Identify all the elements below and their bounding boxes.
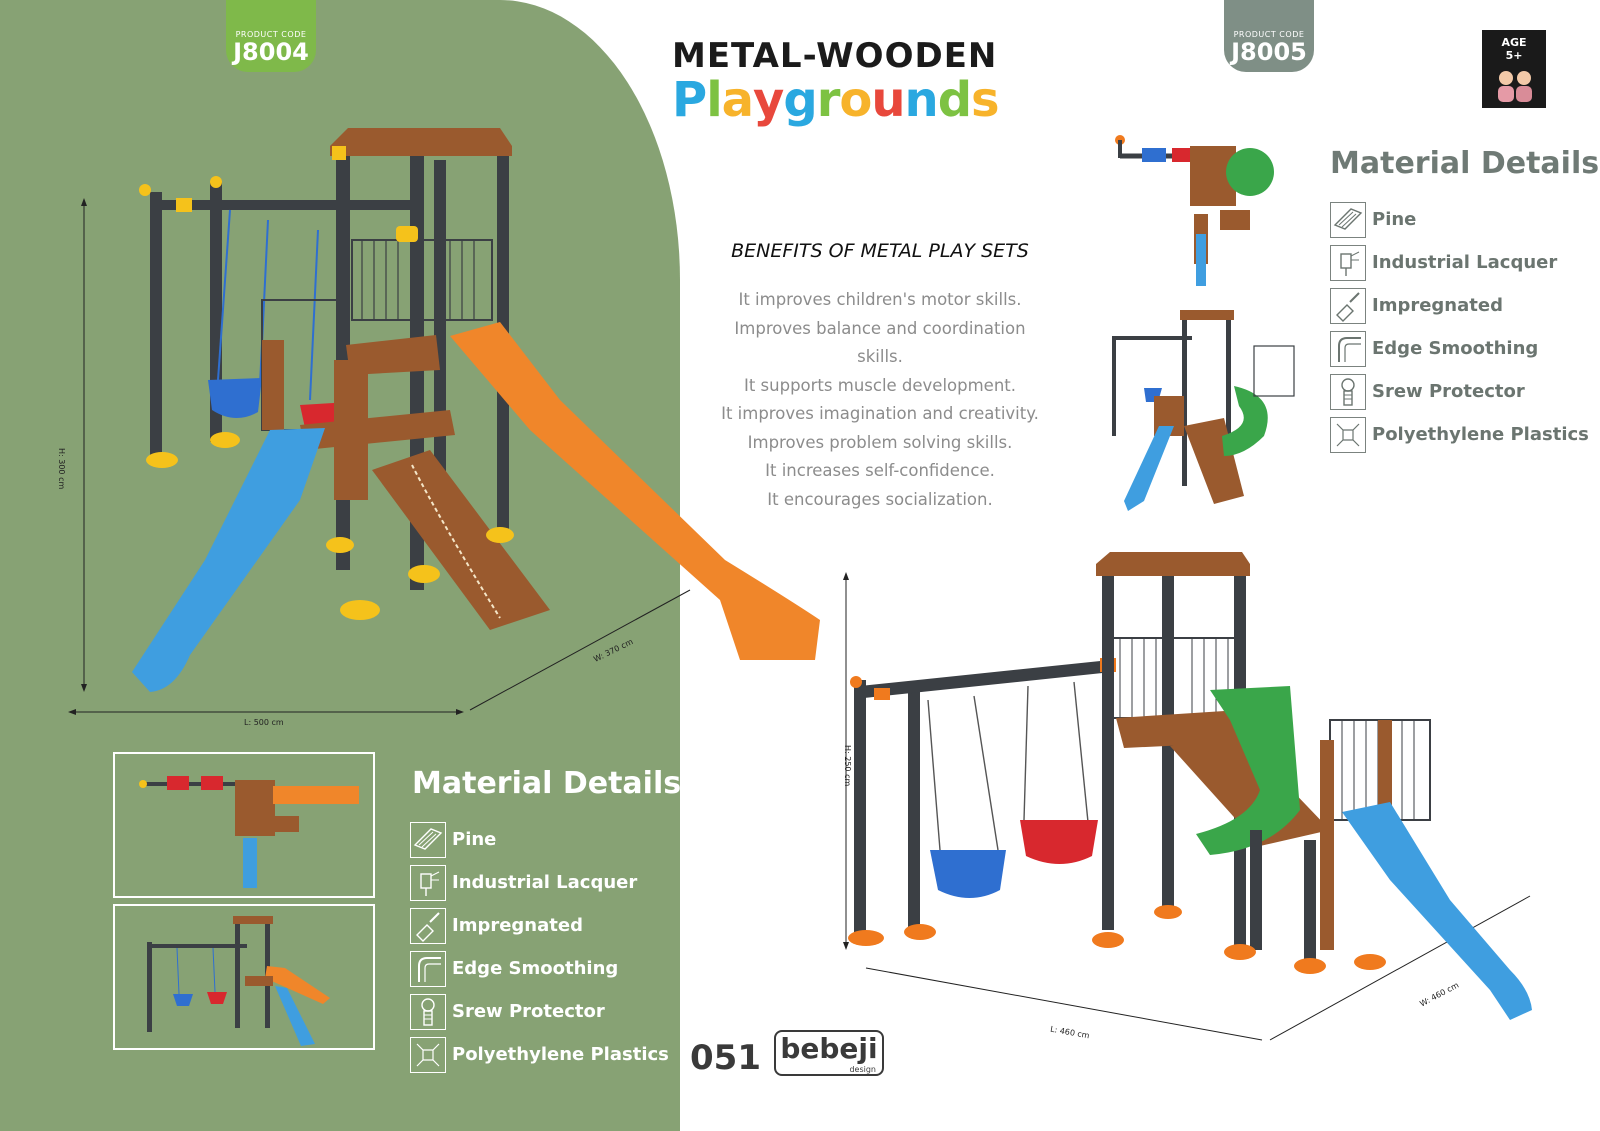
brand-subtitle: design xyxy=(849,1065,876,1074)
title-letter: l xyxy=(706,72,722,128)
product-code-caption: PRODUCT CODE xyxy=(235,30,307,39)
product-code-tag-j8004: PRODUCT CODE J8004 xyxy=(226,0,316,72)
material-item: Industrial Lacquer xyxy=(410,861,669,904)
material-item: Impregnated xyxy=(1330,284,1589,327)
title-letter: y xyxy=(753,72,784,128)
material-item-label: Polyethylene Plastics xyxy=(452,1044,669,1065)
benefit-item: It improves children's motor skills. xyxy=(738,290,1022,309)
screw-cap-icon xyxy=(410,993,446,1030)
thumbnail-top-view-j8005 xyxy=(1115,135,1274,286)
material-item-label: Impregnated xyxy=(452,915,583,936)
children-icon xyxy=(1498,71,1532,102)
brush-icon xyxy=(1330,287,1366,324)
material-item: Polyethylene Plastics xyxy=(410,1033,669,1076)
product-code-tag-j8005: PRODUCT CODE J8005 xyxy=(1224,0,1314,72)
title-letter: o xyxy=(839,72,872,128)
material-item-label: Pine xyxy=(1372,209,1417,230)
product-code: J8004 xyxy=(233,38,309,66)
material-details-title-right: Material Details xyxy=(1330,146,1600,181)
title-letter: n xyxy=(904,72,939,128)
benefit-item: It supports muscle development. xyxy=(743,375,1017,395)
rounded-edge-icon xyxy=(410,950,446,987)
product-code: J8005 xyxy=(1231,38,1307,66)
title-letter: r xyxy=(816,72,841,128)
material-item: Industrial Lacquer xyxy=(1330,241,1589,284)
wood-plank-icon xyxy=(410,821,446,858)
dimension-length-label: L: 500 cm xyxy=(244,718,284,727)
material-item-label: Srew Protector xyxy=(452,1001,605,1022)
page-title-line1: METAL-WOODEN xyxy=(672,36,998,76)
page-number: 051 xyxy=(690,1038,761,1078)
age-badge-value: 5+ xyxy=(1505,49,1523,62)
thumbnail-top-view-j8004 xyxy=(113,752,375,898)
product-code-caption: PRODUCT CODE xyxy=(1233,30,1305,39)
material-item: Pine xyxy=(1330,198,1589,241)
benefit-item: It encourages socialization. xyxy=(767,489,993,509)
dimension-height-label: H: 300 cm xyxy=(57,448,66,490)
age-badge: AGE 5+ xyxy=(1482,30,1546,108)
brand-logo: bebeji design xyxy=(774,1030,884,1076)
title-letter: s xyxy=(971,72,1000,128)
material-item: Srew Protector xyxy=(1330,370,1589,413)
material-item: Impregnated xyxy=(410,904,669,947)
playground-illustration-j8004 xyxy=(68,128,820,715)
brush-icon xyxy=(410,907,446,944)
material-item-label: Srew Protector xyxy=(1372,381,1525,402)
benefits-title: BENEFITS OF METAL PLAY SETS xyxy=(731,240,1029,262)
benefit-item: It improves imagination and creativity. xyxy=(721,404,1039,423)
thumbnail-perspective-j8004 xyxy=(113,904,375,1050)
material-item-label: Edge Smoothing xyxy=(452,958,619,979)
material-item: Srew Protector xyxy=(410,990,669,1033)
spray-gun-icon xyxy=(410,864,446,901)
material-item-label: Impregnated xyxy=(1372,295,1503,316)
page-title-line2: Playgrounds xyxy=(672,72,1000,128)
benefits-list: It improves children's motor skills. Impr… xyxy=(700,286,1060,514)
title-letter: a xyxy=(721,72,754,128)
benefit-item: skills. xyxy=(857,347,903,366)
rounded-edge-icon xyxy=(1330,330,1366,367)
material-item-label: Polyethylene Plastics xyxy=(1372,424,1589,445)
material-item-label: Industrial Lacquer xyxy=(452,872,638,893)
material-details-title-left: Material Details xyxy=(412,766,682,801)
material-item: Pine xyxy=(410,818,669,861)
material-item: Polyethylene Plastics xyxy=(1330,413,1589,456)
brand-name: bebeji xyxy=(780,1032,878,1065)
benefit-item: Improves problem solving skills. xyxy=(747,432,1013,452)
benefit-item: It increases self-confidence. xyxy=(765,461,995,480)
benefit-item: Improves balance and coordination xyxy=(734,318,1026,338)
material-item-label: Pine xyxy=(452,829,497,850)
playground-illustration-j8005 xyxy=(843,552,1532,1041)
title-letter: u xyxy=(871,72,905,128)
thumbnail-perspective-j8005 xyxy=(1112,310,1295,511)
material-item: Edge Smoothing xyxy=(1330,327,1589,370)
title-letter: d xyxy=(937,72,972,128)
material-item: Edge Smoothing xyxy=(410,947,669,990)
molecule-icon xyxy=(410,1036,446,1073)
title-letter: P xyxy=(672,72,707,128)
molecule-icon xyxy=(1330,416,1366,453)
material-item-label: Industrial Lacquer xyxy=(1372,252,1558,273)
title-letter: g xyxy=(783,72,817,128)
screw-cap-icon xyxy=(1330,373,1366,410)
dimension-height-label: H: 250 cm xyxy=(843,745,852,787)
age-badge-label: AGE xyxy=(1501,36,1527,49)
spray-gun-icon xyxy=(1330,244,1366,281)
wood-plank-icon xyxy=(1330,201,1366,238)
material-item-label: Edge Smoothing xyxy=(1372,338,1539,359)
